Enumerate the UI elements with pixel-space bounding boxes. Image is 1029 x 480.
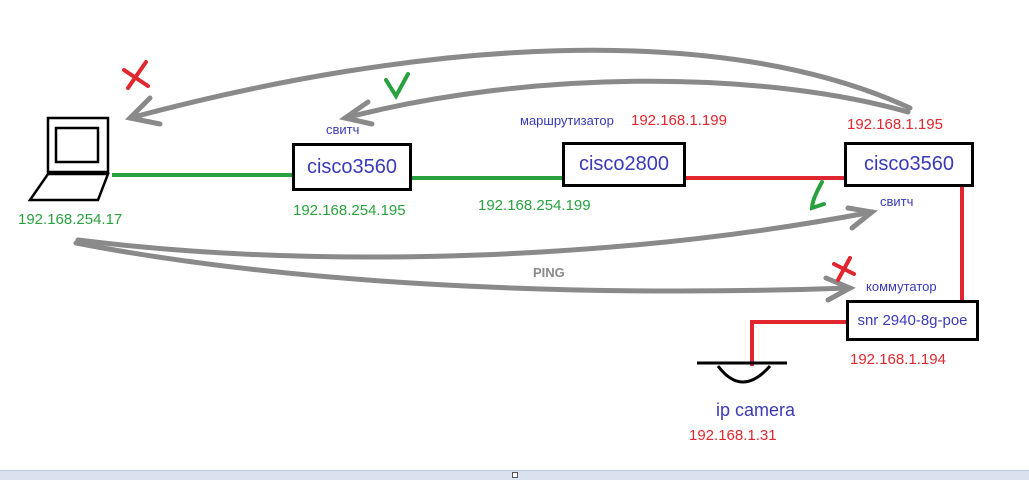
camera-ip-label: 192.168.1.31	[689, 427, 777, 444]
switch2-role-label: свитч	[880, 194, 914, 209]
switch1-ip-label: 192.168.254.195	[293, 202, 406, 219]
switch2-name: cisco3560	[863, 153, 955, 175]
poe-switch-ip-label: 192.168.1.194	[850, 351, 946, 368]
router-lan-ip-label: 192.168.1.199	[631, 112, 727, 129]
arrowhead-pc	[124, 95, 163, 127]
poe-switch-role-label: коммутатор	[866, 279, 937, 294]
router-name: cisco2800	[578, 153, 670, 175]
check-mark-switch2-icon	[809, 180, 826, 211]
ping-arrows	[73, 47, 913, 303]
arrowhead-switch1	[338, 99, 375, 127]
ping-label: PING	[533, 265, 565, 280]
switch1-box: cisco3560	[292, 143, 412, 191]
switch1-name: cisco3560	[306, 155, 398, 178]
camera-name-label: ip camera	[716, 400, 796, 420]
arrow-pc-to-switch2	[75, 209, 875, 260]
arrow-switch2-to-switch1	[342, 78, 911, 121]
arrowhead-switch2	[845, 205, 878, 231]
link-poe-camera	[750, 320, 847, 366]
switch1-role-label: свитч	[326, 122, 360, 137]
cross-mark-pc-icon	[122, 60, 150, 90]
router-role-label: маршрутизатор	[520, 113, 614, 128]
router-wan-ip-label: 192.168.254.199	[478, 197, 591, 214]
poe-switch-box: snr 2940-8g-poe	[846, 300, 979, 341]
resize-handle[interactable]	[512, 472, 518, 478]
laptop-icon	[27, 116, 110, 202]
switch2-ip-label: 192.168.1.195	[847, 116, 943, 133]
cross-mark-poe-icon	[832, 256, 856, 282]
router-box: cisco2800	[562, 142, 686, 187]
check-mark-switch1-icon	[384, 72, 410, 100]
poe-switch-name: snr 2940-8g-poe	[857, 312, 968, 329]
arrowhead-poe	[823, 275, 856, 303]
camera-icon	[697, 361, 787, 384]
arrow-switch2-to-pc	[127, 47, 913, 121]
pc-ip-label: 192.168.254.17	[18, 211, 123, 228]
arrow-pc-to-poe	[73, 240, 853, 294]
switch2-box: cisco3560	[844, 142, 974, 187]
